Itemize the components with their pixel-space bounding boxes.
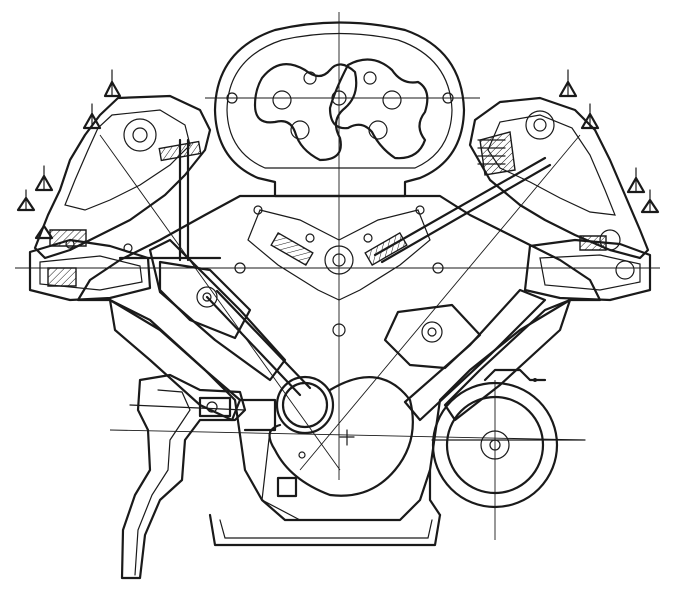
crankshaft (262, 377, 413, 520)
right-pulley (430, 370, 585, 515)
left-accessory-bracket (122, 375, 275, 578)
supercharger-housing (215, 23, 464, 197)
right-cylinder-bore (385, 290, 570, 420)
right-cylinder-head (375, 70, 658, 300)
fasteners (66, 206, 443, 458)
left-cylinder-head (18, 70, 220, 300)
oil-pan (210, 478, 440, 545)
centerlines (15, 12, 660, 540)
